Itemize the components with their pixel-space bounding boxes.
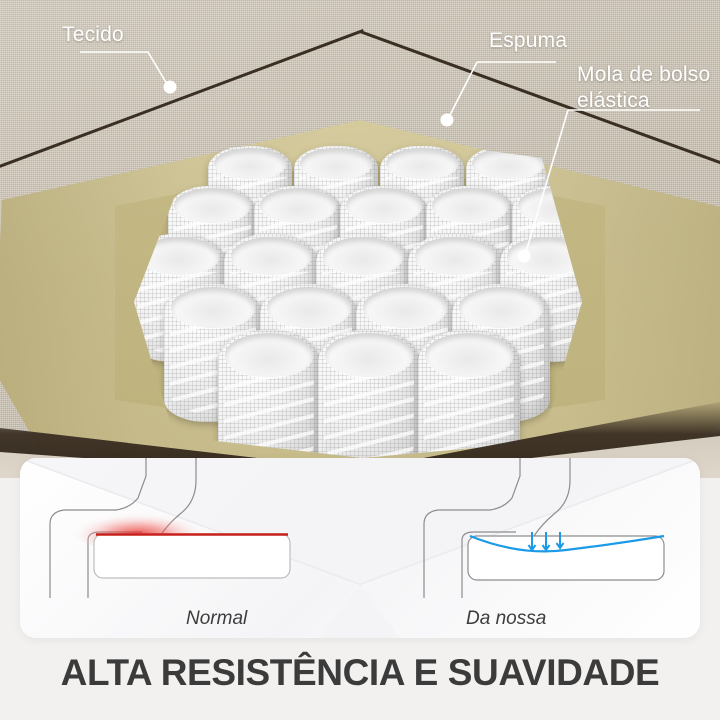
mattress-slab-ours xyxy=(467,535,665,581)
mattress-cutaway-photo: Tecido Espuma Mola de bolso elástica xyxy=(0,0,720,478)
chevron-overlay xyxy=(20,458,700,638)
comparison-card xyxy=(20,458,700,638)
caption-ours: Da nossa xyxy=(466,608,547,629)
pressure-comparison-diagram xyxy=(49,458,665,598)
caption-normal: Normal xyxy=(186,608,248,629)
headline-text: ALTA RESISTÊNCIA E SUAVIDADE xyxy=(60,652,660,693)
mattress-slab-normal xyxy=(93,533,291,579)
callout-label-foam: Espuma xyxy=(489,29,568,52)
contour-support-curve xyxy=(469,534,665,553)
callout-label-spring: Mola de bolso elástica xyxy=(577,63,711,112)
callout-label-fabric: Tecido xyxy=(62,23,124,46)
support-arrows xyxy=(527,532,565,552)
diagram-ours xyxy=(423,458,571,598)
